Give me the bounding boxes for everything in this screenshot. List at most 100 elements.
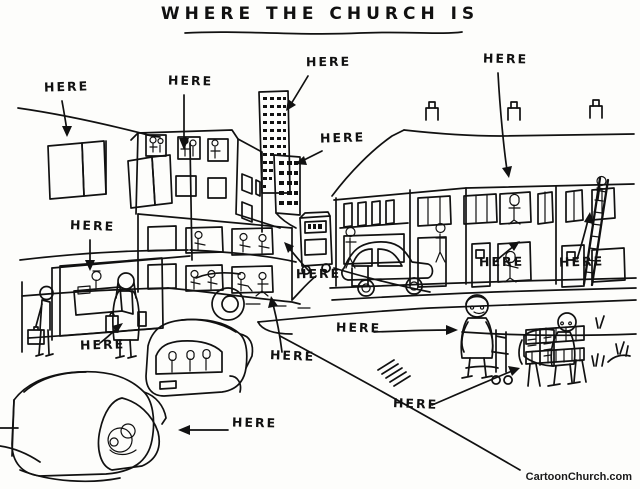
bus-wheel-right [321,263,331,273]
here-label-terrace-door: HERE [478,253,525,270]
office-worker-a3b [258,233,270,254]
van-body [145,318,248,397]
title-underline [184,31,463,35]
left-building-window-c [127,156,156,209]
reader-head [557,312,577,332]
plaza-kerb-top [257,299,637,323]
terrace-upper-win-4 [385,199,395,225]
car-wheel-rear [405,277,423,295]
here-label-shopper: HERE [79,336,126,353]
reader-feet [547,381,581,387]
walker-person-feet [461,375,493,379]
terrace-upper-win-6 [463,193,498,225]
plaza-lower-edge [461,331,637,337]
arrow-9-head [268,296,278,308]
terrace-shop-window [343,233,405,265]
shopper-bag-left [105,312,119,333]
ladder-rail-left [582,176,602,286]
arrow-9-shaft [272,303,283,353]
terrace-window-figure [508,193,521,225]
office-worker-b3b [255,271,269,297]
van-passenger-3 [202,349,211,371]
office-roof [137,213,293,229]
shop-cashier [91,270,102,289]
terrace-upper-win-7 [499,191,532,225]
car-window-front [351,248,373,267]
ladder-rail-right [590,178,610,287]
bus-body [299,215,333,267]
fg-car-body [11,370,155,477]
walking-frame [493,329,509,373]
bus-destination-text [308,224,322,229]
shop-floor [27,327,161,339]
walker-frame-bar [465,365,499,369]
flats-window-4 [175,175,197,197]
van-passenger-2 [186,350,195,372]
here-label-tower-block: HERE [305,53,352,70]
office-worker-a3 [239,232,251,253]
terrace-door-1 [351,265,369,287]
here-label-ladder-worker: HERE [558,253,605,270]
flats-figure-1b [157,137,164,153]
terrace-shop-sign [339,222,409,229]
flats-window-5 [207,177,227,199]
here-label-van: HERE [269,347,316,364]
arrow-6-shaft [497,72,508,171]
arrow-2-head [179,138,189,150]
arrow-1-head [62,126,72,137]
street-vanish-left [189,249,297,263]
flats-figure-2b [189,139,197,157]
reader-legs [553,363,573,385]
terrace-person-ground [504,250,519,283]
terrace-door-4 [561,244,585,288]
chimney-2-pot [510,101,518,109]
shopper-legs [115,339,137,359]
here-label-driver: HERE [231,414,278,431]
here-label-walker-pedestrian: HERE [335,319,382,336]
arrow-13-head [446,325,458,335]
van-wheel-arch [229,375,242,393]
terrace-ground-win-1 [497,241,532,283]
ladder-workman [595,175,607,201]
plaza-kerb-curve [257,321,293,335]
road-centre [291,275,317,301]
road-left-kerb [167,287,301,305]
terrace-upper-win-3 [371,200,381,226]
office-worker-a2 [194,230,206,251]
shop-window-frame [59,257,164,337]
chimney-1 [425,107,439,121]
flats-window-side-a [241,173,253,195]
fg-car-lower-edge [19,469,121,483]
arrow-3-shaft [290,75,309,105]
pedestrian-man-arm [35,303,43,327]
fg-car-roof [23,371,87,393]
terrace-door-3 [471,242,491,288]
here-label-second-tower: HERE [319,129,366,146]
terrace-door-4-window [566,251,576,261]
fg-driver-body [109,449,137,456]
bus-big-body [195,271,241,279]
fg-driver-face [109,423,136,447]
shopper-bag-right [137,311,147,327]
flats-figure-3 [210,139,221,159]
bus-big-wheel-hub [221,295,239,313]
arrow-11-head [509,241,520,251]
here-label-left-building-window: HERE [43,78,90,95]
walker-person-arm-left [461,321,469,353]
newspaper-text [527,336,552,357]
fg-car-wing [143,391,167,425]
office-win-a1 [147,225,177,252]
terrace-ground-win-2 [591,247,626,283]
car-wheel-front [357,279,375,297]
bus-window-lower [304,238,327,256]
here-label-shopfront: HERE [69,217,116,234]
page-title: WHERE THE CHURCH IS [160,4,480,24]
pedestrian-man-legs [35,329,54,357]
reader-face [560,321,573,326]
arrow-14-shaft [431,370,513,406]
flats-figure-1 [149,136,158,153]
flats-window-side-b [241,201,253,223]
shopper-head [117,272,135,290]
office-worker-b2 [190,269,201,290]
